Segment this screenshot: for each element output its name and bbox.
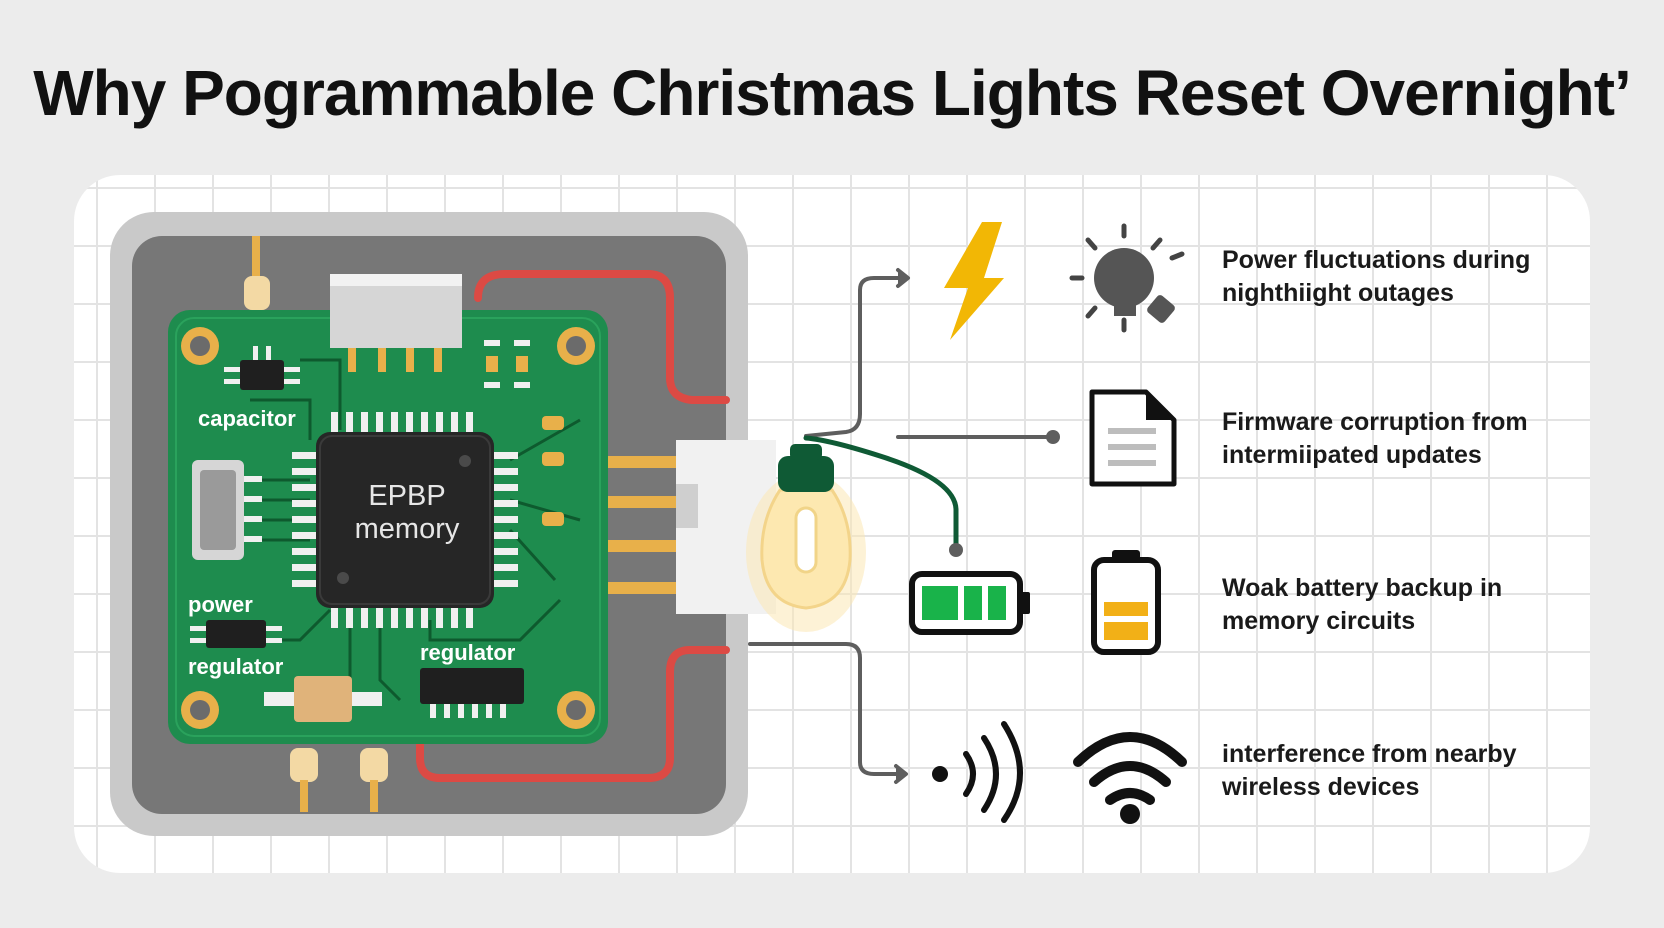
cause-firmware-corruption: Firmware corruption from intermiipated u… [1222,406,1562,472]
cause-text-line2: wireless devices [1222,773,1420,801]
battery-wire-endpoint [949,543,963,557]
broken-bulb-icon [1069,223,1185,333]
wifi-icon [1073,732,1187,824]
mounting-holes [181,327,595,729]
signal-waves-icon [932,721,1023,823]
chip-label-line1: EPBP [368,480,446,512]
bulb-icon [746,444,866,632]
capacitor-label: capacitor [198,406,296,431]
power-regulator-label-line2: regulator [188,654,284,679]
cause-weak-battery: Woak battery backup in memory circuits [1222,572,1562,638]
battery-full-icon [909,571,1030,635]
cause-text-line1: Woak battery backup in [1222,574,1503,602]
red-wires [416,270,730,782]
bottom-resistor [264,676,382,722]
power-regulator-label-line1: power [188,592,253,617]
cause-text-line1: Firmware corruption from [1222,408,1528,436]
cause-power-fluctuations: Power fluctuations during nighthiight ou… [1222,244,1562,310]
smd-pads [484,340,564,526]
battery-wire [803,435,959,553]
connector-endpoint [1046,430,1060,444]
cause-text-line1: interference from nearby [1222,740,1517,768]
cause-wireless-interference: interference from nearby wireless device… [1222,738,1562,804]
cause-text-line2: memory circuits [1222,607,1416,635]
chip-label: EPBP memory [322,480,492,546]
document-icon [1089,389,1177,487]
header-connector [330,274,462,372]
memory-chip [292,412,518,628]
lightning-bolt-icon [944,222,1004,340]
cause-text-line1: Power fluctuations during [1222,246,1531,274]
regulator-chip [420,668,524,718]
page-title: Why Pogrammable Christmas Lights Reset O… [33,57,1632,129]
pcb-traces [250,358,581,702]
chip-label-line2: memory [354,513,460,545]
regulator-label: regulator [420,640,516,665]
connector-lines [748,268,1052,784]
cause-text-line2: intermiipated updates [1222,441,1482,469]
bottom-pin-connectors [290,748,388,812]
top-pin-connector [244,236,270,310]
edge-pins [608,456,678,594]
capacitor-component [224,346,300,390]
cause-text-line2: nighthiight outages [1222,279,1454,307]
side-component [192,460,262,560]
power-regulator-component [190,620,282,648]
battery-low-icon [1091,550,1161,655]
